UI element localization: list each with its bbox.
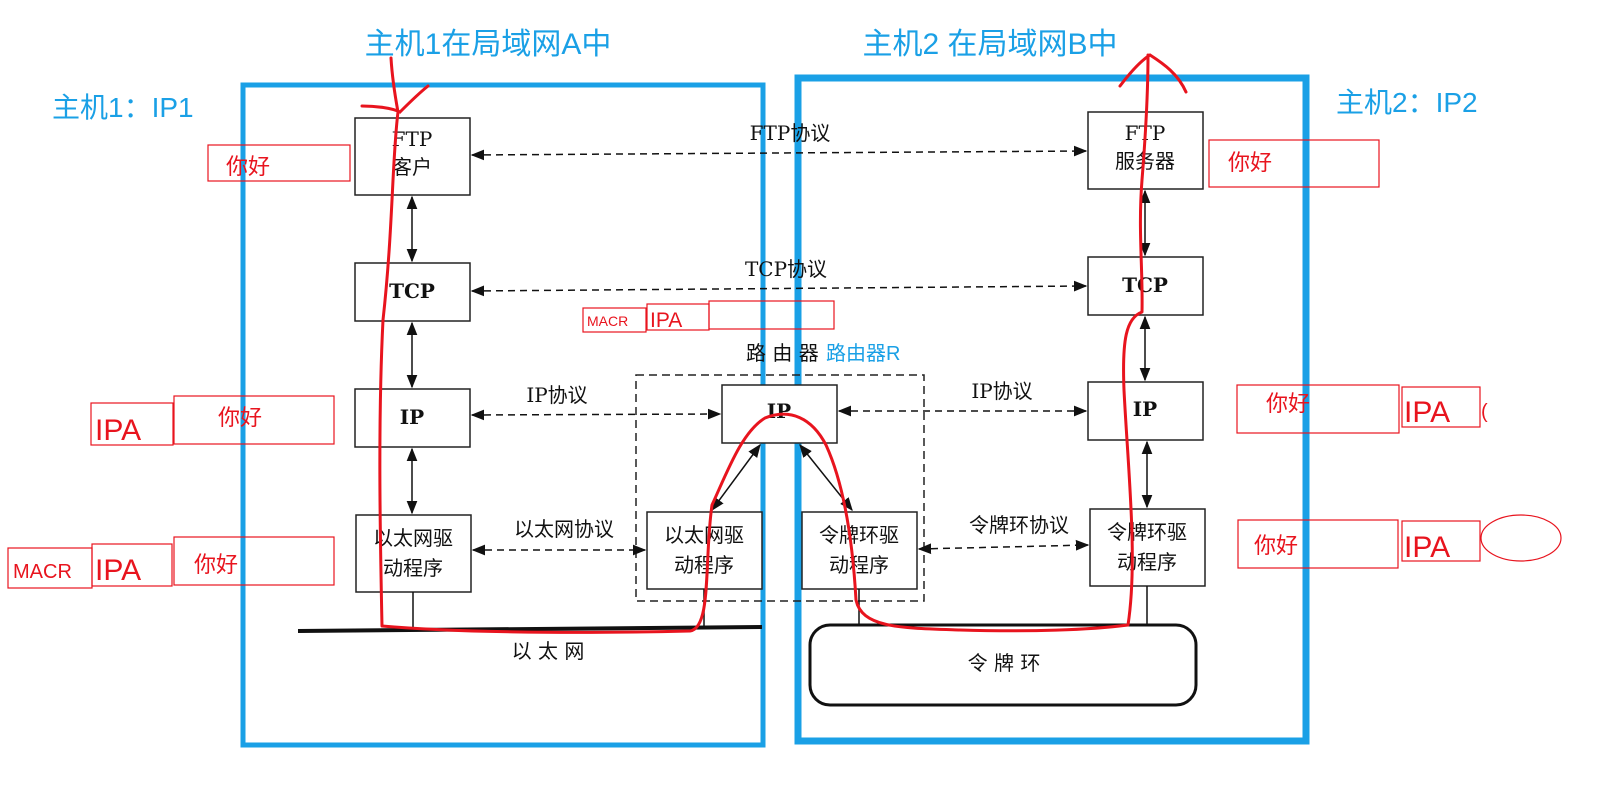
ip-protocol-right-label: IP协议	[971, 379, 1032, 403]
annot-host2-token-hello-box	[1237, 519, 1399, 569]
host1-tcp-text: TCP	[389, 279, 435, 303]
router-token-line2: 动程序	[829, 553, 889, 577]
host2-token-line2: 动程序	[1117, 550, 1177, 574]
host2-ip-box: IP	[1087, 381, 1204, 441]
host2-tcp-box: TCP	[1087, 256, 1204, 316]
data-path-end-arrow	[1118, 53, 1188, 94]
host2-token-driver-box: 令牌环驱 动程序	[1089, 508, 1206, 587]
annot-host1-eth-hello: 你好	[194, 552, 238, 577]
ethernet-protocol-label: 以太网协议	[514, 517, 614, 541]
lan-b-title: 主机2 在局域网B中	[862, 28, 1117, 61]
ftp-client-line2: 客户	[392, 155, 432, 179]
lan-a-title: 主机1在局域网A中	[365, 28, 612, 61]
host1-label: 主机1：IP1	[52, 92, 194, 123]
annot-host2-token-ellipse	[1480, 514, 1562, 562]
annot-host1-ip-hello: 你好	[218, 405, 262, 430]
protocol-arrows	[470, 145, 1090, 556]
annot-host2-token-ipa: IPA	[1404, 531, 1450, 564]
annot-host2-token-hello: 你好	[1254, 533, 1298, 558]
ip-protocol-left-label: IP协议	[526, 383, 587, 407]
host1-eth-line2: 动程序	[383, 556, 443, 580]
host1-ip-text: IP	[400, 405, 424, 429]
ethernet-label: 以 太 网	[512, 639, 585, 663]
host2-label: 主机2：IP2	[1336, 87, 1478, 118]
annot-host2-ip-partial: (	[1481, 401, 1488, 423]
ftp-protocol-label: FTP协议	[750, 121, 831, 145]
host2-token-line1: 令牌环驱	[1107, 520, 1187, 544]
host1-ip-box: IP	[354, 388, 471, 448]
router-eth-line2: 动程序	[674, 553, 734, 577]
ethernet-bus	[297, 589, 763, 633]
token-ring	[808, 586, 1198, 707]
router-label: 路 由 器	[746, 341, 819, 365]
router-eth-line1: 以太网驱	[664, 523, 744, 547]
annot-host1-eth-ipa-box	[91, 543, 173, 587]
token-ring-protocol-label: 令牌环协议	[969, 513, 1069, 537]
annot-router-empty-box	[708, 300, 835, 330]
data-path-stroke	[378, 53, 1150, 634]
router-boundary	[635, 374, 925, 602]
annot-host2-ip-ipa-box	[1401, 386, 1481, 428]
host2-ip-text: IP	[1133, 397, 1157, 421]
annot-host2-token-ipa-box	[1401, 520, 1481, 562]
router-token-driver-box: 令牌环驱 动程序	[801, 511, 918, 590]
annot-host2-ip-hello: 你好	[1266, 391, 1310, 416]
annot-router-macr-box	[582, 307, 647, 333]
annot-host1-ip-ipa-box	[90, 402, 174, 446]
annot-host1-ip-ipa: IPA	[95, 414, 141, 447]
router-ip-text: IP	[767, 399, 791, 423]
annot-host1-eth-macr: MACR	[13, 561, 72, 583]
token-ring-label: 令 牌 环	[968, 651, 1041, 675]
host1-eth-driver-box: 以太网驱 动程序	[355, 514, 472, 593]
router-eth-driver-box: 以太网驱 动程序	[646, 511, 763, 590]
router-token-line1: 令牌环驱	[819, 523, 899, 547]
annot-host1-eth-ipa: IPA	[95, 554, 141, 587]
annot-host2-ip-ipa: IPA	[1404, 396, 1450, 429]
annot-host2-ftp-hello: 你好	[1228, 150, 1272, 175]
annot-host1-ftp-box	[207, 144, 351, 182]
host2-tcp-text: TCP	[1122, 273, 1168, 297]
annot-host2-ftp-box	[1208, 139, 1380, 188]
annot-host1-eth-hello-box	[173, 536, 335, 586]
ftp-client-line1: FTP	[392, 127, 433, 151]
host1-tcp-box: TCP	[354, 262, 471, 322]
annot-host2-ip-hello-box	[1236, 384, 1400, 434]
annot-router-macr: MACR	[587, 313, 628, 329]
annot-host1-ftp-hello: 你好	[226, 154, 270, 179]
host1-eth-line1: 以太网驱	[373, 526, 453, 550]
data-path-start-arrow	[360, 84, 430, 114]
annot-host1-ip-hello-box	[173, 395, 335, 445]
router-r-label: 路由器R	[826, 342, 900, 365]
tcp-protocol-label: TCP协议	[745, 257, 827, 281]
annot-router-ipa: IPA	[650, 309, 682, 332]
host1-ftp-client-box: FTP 客户	[354, 117, 471, 196]
